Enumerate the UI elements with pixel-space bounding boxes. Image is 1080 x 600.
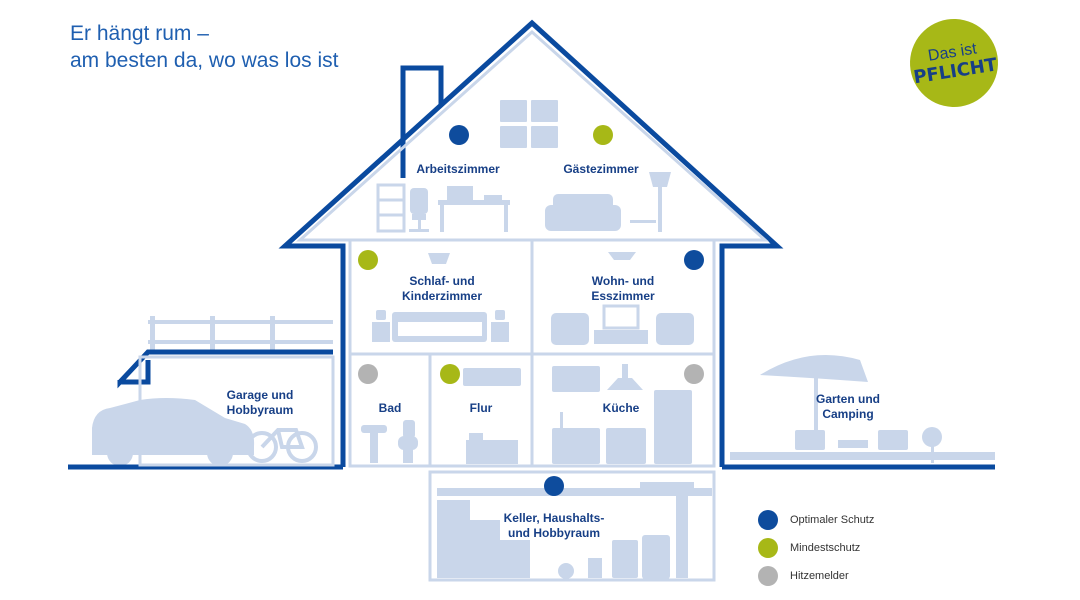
headline-line-2: am besten da, wo was los ist: [70, 49, 339, 72]
legend-item-optimal: Optimaler Schutz: [758, 506, 874, 534]
status-dot-schlafzimmer: [358, 250, 378, 270]
bicycle-icon: [246, 428, 318, 463]
legend: Optimaler Schutz Mindestschutz Hitzemeld…: [758, 506, 874, 590]
headline: Er hängt rum – am besten da, wo was los …: [70, 20, 338, 74]
status-dot-bad: [358, 364, 378, 384]
room-label-line: Arbeitszimmer: [416, 162, 500, 176]
office-furniture-icon: [376, 183, 510, 233]
room-label-line: Flur: [469, 401, 493, 415]
room-label-schlafzimmer: Schlaf- und Kinderzimmer: [402, 274, 482, 304]
room-label-line: Wohn- und: [591, 274, 655, 288]
roof-railing-icon: [148, 316, 333, 352]
legend-item-heat: Hitzemelder: [758, 562, 874, 590]
status-dot-arbeitszimmer: [449, 125, 469, 145]
hallway-icon: [463, 368, 521, 464]
room-label-flur: Flur: [470, 401, 493, 416]
room-label-wohnzimmer: Wohn- und Esszimmer: [591, 274, 654, 304]
room-label-line: Kinderzimmer: [401, 289, 483, 303]
guest-sofa-icon: [545, 172, 671, 232]
house-outline: [68, 19, 995, 470]
room-label-line: Gästezimmer: [563, 162, 639, 176]
status-dot-kueche: [684, 364, 704, 384]
status-dot-wohnzimmer: [684, 250, 704, 270]
bathroom-icon: [361, 420, 418, 463]
status-dot-flur: [440, 364, 460, 384]
basement-icon: [437, 482, 712, 579]
inner-walls: [138, 29, 769, 582]
room-label-line: Bad: [378, 401, 402, 415]
legend-label: Hitzemelder: [790, 570, 849, 582]
room-label-line: Küche: [602, 401, 640, 415]
room-label-line: Garten und: [815, 392, 881, 406]
room-label-line: Schlaf- und: [409, 274, 475, 288]
room-label-keller: Keller, Haushalts- und Hobbyraum: [504, 511, 605, 541]
status-dot-keller: [544, 476, 564, 496]
status-dot-gaestezimmer: [593, 125, 613, 145]
legend-item-minimum: Mindestschutz: [758, 534, 874, 562]
kitchen-icon: [552, 364, 692, 464]
room-label-arbeitszimmer: Arbeitszimmer: [416, 162, 499, 177]
legend-label: Optimaler Schutz: [790, 514, 875, 526]
car-icon: [92, 398, 255, 466]
room-label-gaestezimmer: Gästezimmer: [563, 162, 638, 177]
room-label-line: Garage und: [226, 388, 294, 402]
room-label-line: Esszimmer: [591, 289, 655, 303]
room-label-line: und Hobbyraum: [508, 526, 600, 540]
bed-icon: [372, 253, 509, 342]
room-label-line: Hobbyraum: [226, 403, 294, 417]
room-label-garten: Garten und Camping: [816, 392, 880, 422]
room-label-bad: Bad: [379, 401, 402, 416]
legend-label: Mindestschutz: [790, 542, 861, 554]
room-label-line: Keller, Haushalts-: [503, 511, 605, 525]
room-label-line: Camping: [822, 407, 874, 421]
room-label-garage: Garage und Hobbyraum: [227, 388, 294, 418]
room-label-kueche: Küche: [603, 401, 640, 416]
legend-dot: [758, 566, 778, 586]
garden-icon: [730, 355, 995, 463]
legend-dot: [758, 538, 778, 558]
legend-dot: [758, 510, 778, 530]
headline-line-1: Er hängt rum –: [70, 22, 209, 45]
attic-window-icon: [500, 100, 558, 148]
living-room-icon: [551, 252, 694, 345]
